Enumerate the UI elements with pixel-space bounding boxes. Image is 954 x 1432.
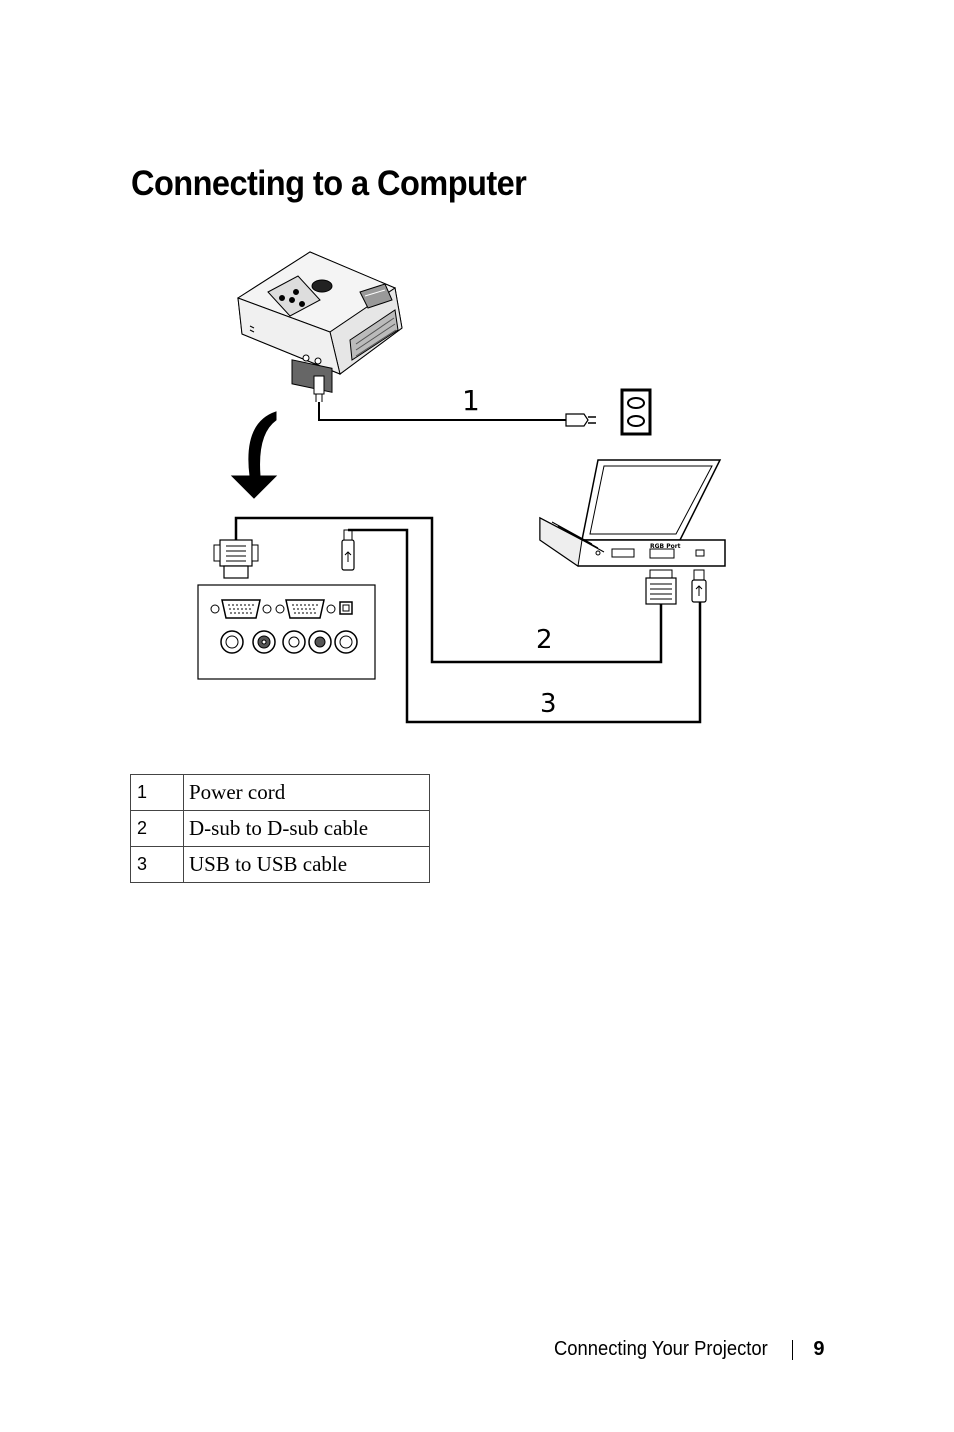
footer-section-title: Connecting Your Projector <box>554 1338 768 1360</box>
callout-number: 3 <box>130 846 184 883</box>
laptop-illustration: RGB Port <box>539 459 726 567</box>
power-cord-illustration <box>313 375 596 427</box>
table-row: 1 Power cord <box>130 774 430 811</box>
projector-illustration <box>236 251 403 393</box>
wall-outlet-icon <box>620 388 652 436</box>
usb-connector-projector <box>341 529 355 571</box>
footer-divider <box>792 1339 794 1360</box>
down-arrow-icon <box>230 411 278 499</box>
page-footer: Connecting Your Projector 9 <box>554 1338 825 1361</box>
table-row: 3 USB to USB cable <box>130 846 430 883</box>
callout-description: D-sub to D-sub cable <box>183 810 430 847</box>
dsub-connector-laptop <box>645 569 677 605</box>
connection-diagram: 1 <box>180 240 740 740</box>
usb-cable-line <box>348 528 702 724</box>
callout-number: 2 <box>130 810 184 847</box>
callout-2: 2 <box>536 625 553 655</box>
callout-legend-table: 1 Power cord 2 D-sub to D-sub cable 3 US… <box>130 774 430 883</box>
callout-description: USB to USB cable <box>183 846 430 883</box>
callout-3: 3 <box>540 689 557 719</box>
page-title: Connecting to a Computer <box>131 164 527 203</box>
dsub-connector-projector <box>213 539 259 579</box>
projector-io-panel <box>197 584 376 680</box>
usb-connector-laptop <box>691 569 707 603</box>
dsub-cable-line <box>234 516 663 664</box>
callout-number: 1 <box>130 774 184 811</box>
table-row: 2 D-sub to D-sub cable <box>130 810 430 847</box>
callout-description: Power cord <box>183 774 430 811</box>
callout-1: 1 <box>462 384 480 417</box>
laptop-port-label: RGB Port <box>650 543 681 550</box>
page-number: 9 <box>813 1338 825 1360</box>
